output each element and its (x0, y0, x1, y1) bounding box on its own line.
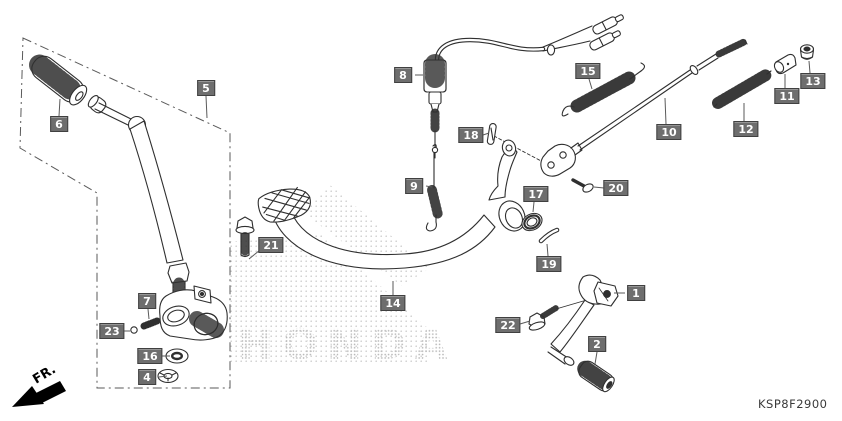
honda-watermark: HONDA (238, 320, 456, 369)
part-joint-pin (773, 53, 797, 75)
part-joint-pin-b (538, 227, 560, 244)
callout-12[interactable]: 12 (733, 121, 759, 137)
callout-14[interactable]: 14 (380, 295, 406, 311)
part-pedal-collar (521, 212, 543, 232)
leader-line-19 (546, 243, 549, 257)
leader-line-20 (593, 186, 605, 189)
callout-18[interactable]: 18 (458, 127, 484, 143)
part-detent-spring (140, 317, 161, 330)
leader-line-21 (248, 249, 261, 260)
part-steel-ball (130, 326, 138, 334)
leader-line-6 (58, 98, 61, 117)
callout-leader-lines (58, 60, 811, 378)
part-rod-spring (712, 69, 772, 109)
part-brake-switch (423, 14, 624, 159)
part-gearshift-lever (547, 274, 619, 366)
part-switch-spring (561, 62, 646, 117)
part-rod-clevis (540, 142, 583, 177)
callout-16[interactable]: 16 (137, 348, 163, 364)
fr-arrow-label: FR. (30, 362, 58, 387)
part-kick-pivot-block (159, 285, 228, 341)
leader-line-2 (594, 351, 598, 365)
callout-23[interactable]: 23 (99, 323, 125, 339)
leader-line-5 (205, 95, 208, 119)
leader-line-10 (664, 97, 667, 125)
part-cotter-pin (486, 122, 497, 145)
callout-8[interactable]: 8 (394, 67, 412, 83)
part-flange-bolt (235, 216, 255, 258)
part-lever-rubber (577, 360, 615, 393)
part-return-spring (425, 143, 443, 232)
leader-line-18 (482, 132, 490, 136)
leader-line-22 (519, 320, 531, 325)
leader-line-7 (147, 308, 150, 320)
leader-line-13 (808, 60, 811, 74)
part-push-nut (157, 368, 179, 384)
callout-9[interactable]: 9 (405, 178, 423, 194)
part-brake-rod (577, 38, 748, 151)
callout-15[interactable]: 15 (575, 63, 601, 79)
callout-19[interactable]: 19 (536, 256, 562, 272)
callout-5[interactable]: 5 (197, 80, 215, 96)
leader-line-17 (532, 201, 535, 213)
part-kick-grip (29, 54, 88, 106)
part-kick-pedal-cap (87, 95, 107, 114)
callout-21[interactable]: 21 (258, 237, 284, 253)
assembly-boundary (19, 37, 231, 389)
leader-line-9 (425, 185, 433, 188)
callout-11[interactable]: 11 (774, 88, 800, 104)
callout-7[interactable]: 7 (138, 293, 156, 309)
callout-20[interactable]: 20 (603, 180, 629, 196)
part-brake-pedal (257, 186, 526, 270)
callout-13[interactable]: 13 (800, 73, 826, 89)
part-lever-bolt (528, 305, 559, 331)
part-adjust-nut (799, 44, 815, 60)
leader-line-15 (588, 78, 593, 90)
callout-22[interactable]: 22 (495, 317, 521, 333)
callout-6[interactable]: 6 (50, 116, 68, 132)
callout-17[interactable]: 17 (523, 186, 549, 202)
leader-line-4 (158, 375, 168, 378)
part-kick-lever (94, 102, 190, 302)
part-brake-arm (488, 135, 544, 201)
part-clevis-pin (571, 178, 594, 193)
callout-1[interactable]: 1 (627, 285, 645, 301)
callout-2[interactable]: 2 (588, 336, 606, 352)
callout-4[interactable]: 4 (138, 369, 156, 385)
diagram-code: KSP8F2900 (758, 397, 827, 411)
fr-arrow: FR. (12, 362, 66, 407)
callout-10[interactable]: 10 (656, 124, 682, 140)
